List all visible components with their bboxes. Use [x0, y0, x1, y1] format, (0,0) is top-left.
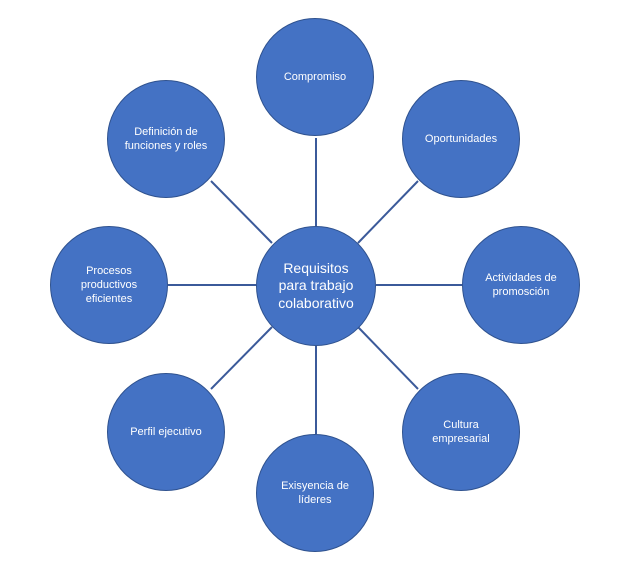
- node-exisyencia: Exisyencia de líderes: [256, 434, 374, 552]
- connector-perfil: [210, 326, 273, 390]
- node-perfil-label: Perfil ejecutivo: [130, 425, 202, 438]
- node-cultura: Cultura empresarial: [402, 373, 520, 491]
- node-actividades: Actividades de promosción: [462, 226, 580, 344]
- node-oportunidades: Oportunidades: [402, 80, 520, 198]
- node-definicion-label: Definición de funciones y roles: [124, 125, 208, 152]
- node-perfil: Perfil ejecutivo: [107, 373, 225, 491]
- node-compromiso: Compromiso: [256, 18, 374, 136]
- node-actividades-label: Actividades de promosción: [485, 271, 557, 298]
- node-procesos: Procesos productivos eficientes: [50, 226, 168, 344]
- node-compromiso-label: Compromiso: [283, 70, 347, 83]
- node-exisyencia-label: Exisyencia de líderes: [281, 479, 349, 506]
- node-procesos-label: Procesos productivos eficientes: [80, 264, 138, 306]
- node-oportunidades-label: Oportunidades: [424, 132, 498, 145]
- center-node-label: Requisitos para trabajo colaborativo: [278, 259, 354, 311]
- node-cultura-label: Cultura empresarial: [432, 418, 490, 445]
- node-definicion: Definición de funciones y roles: [107, 80, 225, 198]
- center-node: Requisitos para trabajo colaborativo: [256, 226, 376, 346]
- connector-definicion: [210, 180, 273, 244]
- connector-oportunidades: [357, 180, 419, 244]
- connector-cultura: [357, 326, 419, 390]
